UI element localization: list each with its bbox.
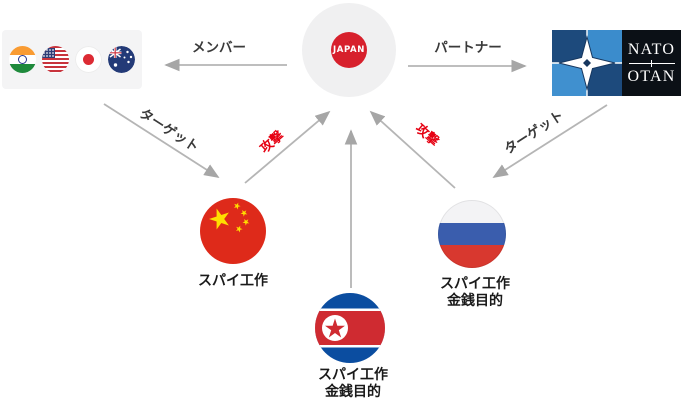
nato-bottom-label: OTAN <box>627 67 676 85</box>
japan-disc <box>83 54 94 65</box>
china-flag-icon <box>200 198 266 264</box>
north-korea-caption: スパイ工作 金銭目的 <box>273 367 433 401</box>
nato-text-panel: NATO OTAN <box>622 30 681 96</box>
target-right-label: ターゲット <box>501 107 567 158</box>
china-spy-label: スパイ工作 <box>198 273 268 289</box>
china-caption: スパイ工作 <box>153 273 313 290</box>
russia-caption: スパイ工作 金銭目的 <box>395 276 555 310</box>
japan-center-node: JAPAN <box>302 3 396 97</box>
attack-left-arrow <box>244 110 331 184</box>
nk-money-label: 金銭目的 <box>325 384 381 400</box>
chakra-icon <box>18 55 27 64</box>
usa-flag-icon <box>42 46 69 73</box>
attack-right-label: 攻撃 <box>411 121 442 150</box>
nato-flag: NATO OTAN <box>552 30 681 96</box>
nk-spy-label: スパイ工作 <box>318 367 388 383</box>
partner-label: パートナー <box>434 40 502 56</box>
japan-red-circle: JAPAN <box>331 32 367 68</box>
india-flag-icon <box>9 46 36 73</box>
quad-members-box <box>2 30 142 89</box>
attack-left-label: 攻撃 <box>257 128 288 157</box>
japan-label: JAPAN <box>333 45 365 55</box>
north-korea-flag-icon <box>315 293 385 363</box>
member-label: メンバー <box>192 40 246 56</box>
russia-flag-icon <box>438 200 506 268</box>
attack-right-arrow <box>369 110 456 189</box>
nato-divider <box>628 59 675 67</box>
nato-compass-icon <box>552 30 622 96</box>
usa-canton <box>42 48 55 58</box>
nato-top-label: NATO <box>627 40 676 58</box>
russia-spy-label: スパイ工作 <box>440 276 510 292</box>
target-left-label: ターゲット <box>136 105 202 156</box>
russia-money-label: 金銭目的 <box>447 293 503 309</box>
japan-flag-icon <box>75 46 102 73</box>
nato-divider-tick <box>651 59 652 67</box>
australia-flag-icon <box>108 46 135 73</box>
